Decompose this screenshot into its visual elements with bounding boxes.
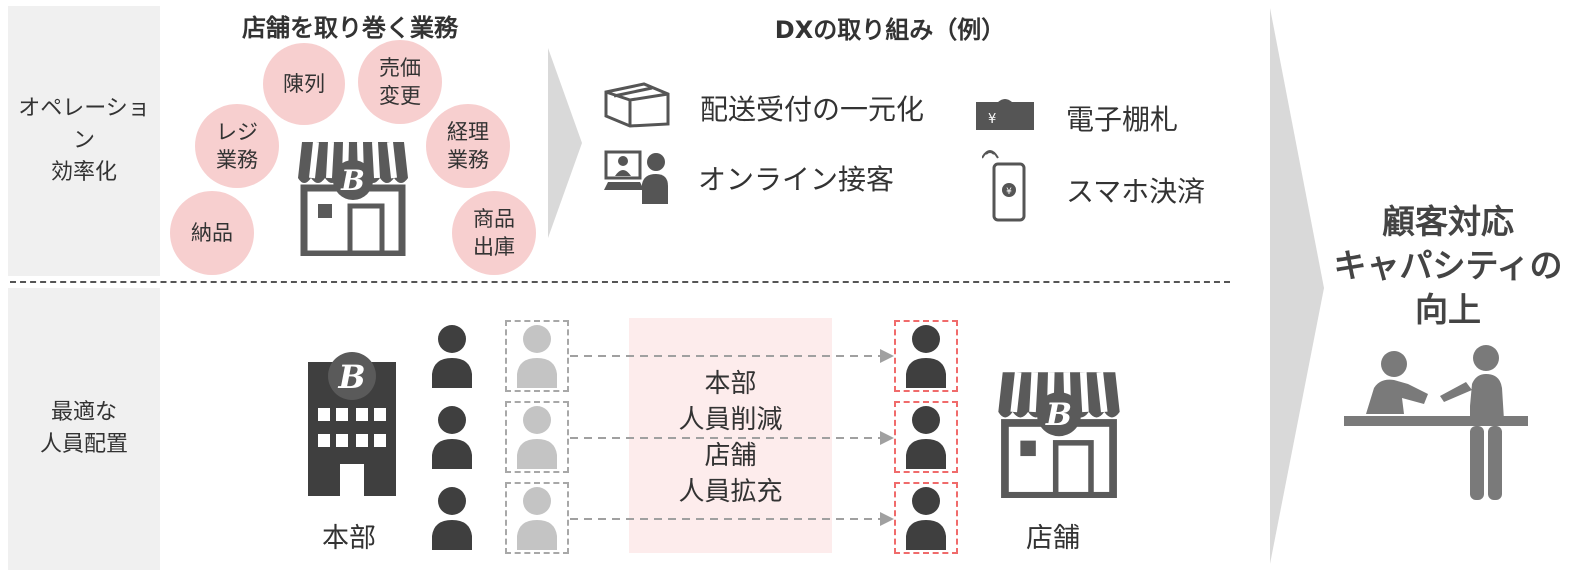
task-circle-accounting: 経理 業務 xyxy=(426,104,510,188)
section-divider xyxy=(10,281,1230,283)
reassigned-staff-box xyxy=(505,320,569,392)
svg-text:¥: ¥ xyxy=(1006,187,1012,197)
online-customer-service-icon xyxy=(604,150,668,204)
row-label-operation-efficiency: オペレーション 効率化 xyxy=(8,6,160,276)
store-staff-person-icon xyxy=(906,487,946,550)
store-icon: B xyxy=(998,371,1120,498)
result-title: 顧客対応 キャパシティの 向上 xyxy=(1333,202,1563,329)
arrow-chevron-large xyxy=(1270,8,1324,564)
store-label: 店舗 xyxy=(1026,523,1080,554)
svg-text:B: B xyxy=(337,358,365,396)
dx-item-delivery-unification: 配送受付の一元化 xyxy=(700,93,925,126)
hq-staff-person-icon xyxy=(432,406,472,469)
store-staff-person-icon xyxy=(906,325,946,388)
headquarters-building-icon: B xyxy=(308,352,396,496)
dx-item-smartphone-payment: スマホ決済 xyxy=(1066,175,1206,208)
hq-staff-person-icon xyxy=(432,325,472,388)
task-circle-shipping: 商品 出庫 xyxy=(452,191,536,275)
package-icon xyxy=(604,82,670,128)
store-tasks-title: 店舗を取り巻く業務 xyxy=(242,14,458,42)
task-circle-display: 陳列 xyxy=(263,43,345,125)
row-label-optimal-staffing: 最適な 人員配置 xyxy=(8,288,160,570)
svg-text:B: B xyxy=(340,164,365,197)
store-icon: B xyxy=(298,141,408,256)
reassigned-person-icon xyxy=(517,406,557,469)
customer-service-counter-icon xyxy=(1344,345,1528,500)
svg-text:¥: ¥ xyxy=(988,112,996,127)
electronic-shelf-label-icon: ¥ xyxy=(976,99,1034,130)
dx-item-electronic-shelf-label: 電子棚札 xyxy=(1066,103,1179,136)
hq-label: 本部 xyxy=(322,523,376,554)
task-circle-price-change: 売価 変更 xyxy=(358,40,442,124)
reassigned-person-icon xyxy=(517,487,557,550)
task-circle-register: レジ 業務 xyxy=(195,104,279,188)
store-staff-box xyxy=(894,401,958,473)
reassigned-staff-box xyxy=(505,482,569,554)
staffing-shift-text: 本部 人員削減 店舗 人員拡充 xyxy=(678,369,783,507)
staffing-shift-panel xyxy=(629,318,832,553)
reassigned-person-icon xyxy=(517,325,557,388)
dx-title: DXの取り組み（例） xyxy=(774,16,1006,44)
store-staff-box xyxy=(894,482,958,554)
arrow-chevron-small xyxy=(548,48,582,238)
svg-text:B: B xyxy=(1045,397,1072,433)
hq-staff-person-icon xyxy=(432,487,472,550)
reassigned-staff-box xyxy=(505,401,569,473)
dx-item-online-service: オンライン接客 xyxy=(698,163,895,196)
store-staff-box xyxy=(894,320,958,392)
staff-transfer-arrows xyxy=(570,349,894,526)
store-staff-person-icon xyxy=(906,406,946,469)
smartphone-payment-icon: ¥ xyxy=(982,150,1026,222)
task-circle-delivery: 納品 xyxy=(170,191,254,275)
